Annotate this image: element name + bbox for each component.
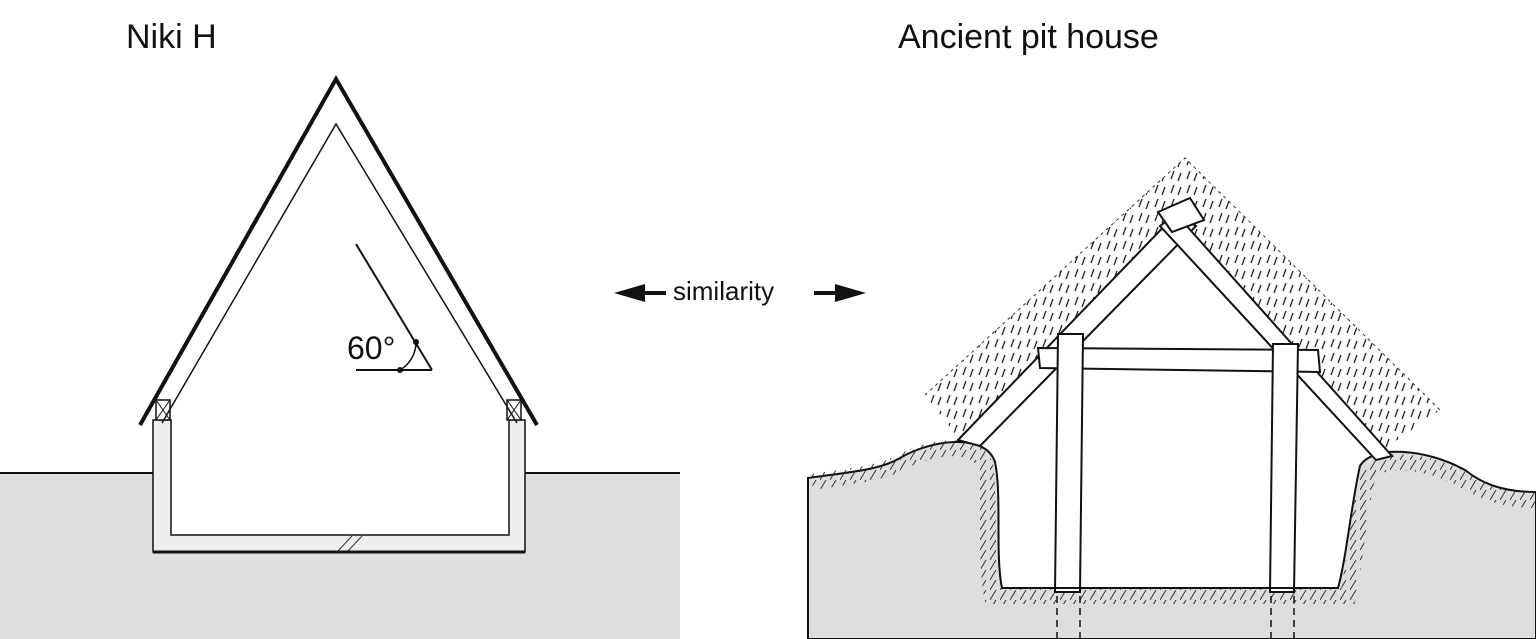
foundation-hatch: [337, 535, 363, 552]
arrow-left-icon: [614, 284, 666, 302]
sill-block-right: [506, 399, 522, 421]
niki-h-title: Niki H: [126, 18, 217, 56]
pit-house-section: [807, 157, 1536, 639]
foundation-wall: [152, 419, 526, 553]
niki-h-section: [0, 74, 680, 639]
roof-angle-label: 60°: [347, 330, 396, 366]
sill-block-left: [155, 399, 171, 421]
post-right: [1268, 343, 1300, 593]
ground-left: [0, 473, 680, 639]
pit-house-title: Ancient pit house: [898, 18, 1159, 56]
post-left: [1053, 333, 1085, 593]
similarity-arrows: [614, 284, 866, 302]
angle-indicator: [355, 243, 433, 373]
roof-outer: [138, 74, 539, 427]
arrow-right-icon: [814, 284, 866, 302]
thatched-roof-edge: [924, 157, 1441, 411]
similarity-label: similarity: [673, 276, 775, 306]
earth-hatch: [810, 440, 1536, 604]
tie-beam: [1036, 346, 1322, 374]
roof-inner: [161, 122, 518, 424]
rafters: [956, 196, 1394, 462]
